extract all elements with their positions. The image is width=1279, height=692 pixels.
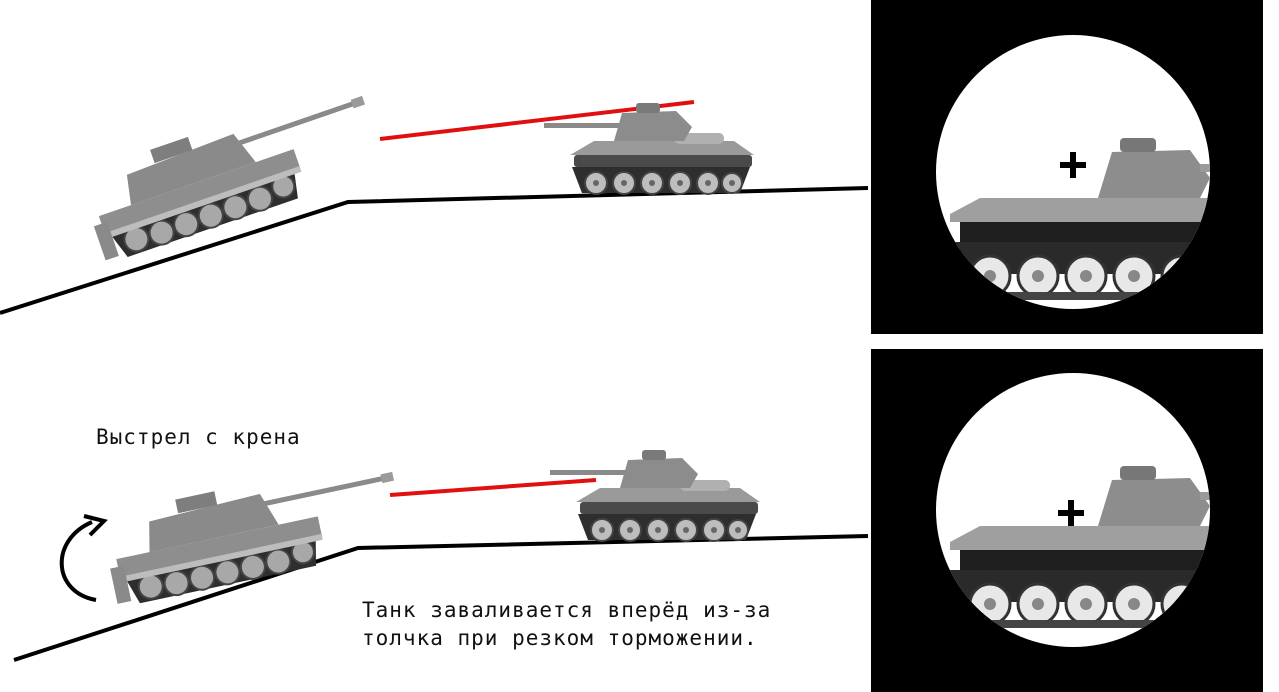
caption-braking: Танк заваливается вперёд из-за толчка пр… — [362, 596, 771, 652]
sight-view-bottom — [871, 349, 1263, 692]
curved-rotation-arrow-icon — [59, 514, 108, 602]
caption-braking-line-1: Танк заваливается вперёд из-за — [362, 598, 772, 622]
sight-view-top — [871, 0, 1263, 334]
caption-roll-shot: Выстрел с крена — [96, 425, 301, 449]
caption-braking-line-2: толчка при резком торможении. — [362, 626, 758, 650]
plus-crosshair-icon — [1058, 500, 1084, 526]
shot-trajectory-bottom — [389, 478, 597, 497]
tiger-tank-bottom — [97, 453, 409, 609]
plus-crosshair-icon — [1060, 152, 1086, 178]
tiger-tank-top — [75, 77, 388, 266]
t34-tank-bottom — [549, 449, 761, 542]
